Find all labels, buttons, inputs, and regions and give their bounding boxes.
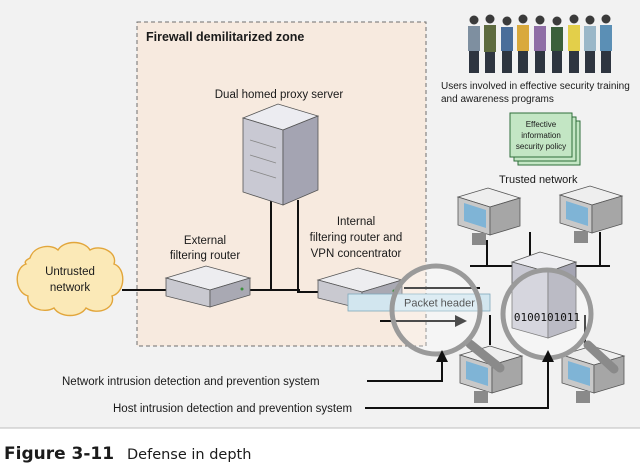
- packet-header-label: Packet header: [404, 298, 475, 310]
- internal-server-icon: [510, 251, 578, 339]
- policy-line3: security policy: [516, 142, 566, 151]
- packet-header-bar: [347, 293, 491, 312]
- users-label-line1: Users involved in effective security tra…: [441, 81, 630, 92]
- internal-router-line3: VPN concentrator: [311, 248, 402, 260]
- users-label-line2: and awareness programs: [441, 94, 554, 105]
- magnifier-icon-host: [500, 267, 619, 374]
- binary-data-label: 0100101011: [514, 311, 580, 324]
- figure-title: Defense in depth: [127, 447, 252, 463]
- untrusted-line1: Untrusted: [45, 266, 95, 278]
- external-router-line2: filtering router: [170, 250, 240, 262]
- dmz-title: Firewall demilitarized zone: [146, 30, 304, 44]
- user-group-icon: [468, 14, 612, 73]
- policy-line2: information: [521, 131, 561, 140]
- nids-label: Network intrusion detection and preventi…: [62, 376, 320, 388]
- hids-arrow: [365, 350, 554, 409]
- internal-router-line2: filtering router and: [310, 232, 403, 244]
- trusted-network-label: Trusted network: [499, 174, 578, 186]
- external-router-line1: External: [184, 235, 226, 247]
- internal-router-line1: Internal: [337, 216, 375, 228]
- hids-label: Host intrusion detection and prevention …: [113, 403, 352, 415]
- policy-document-icon: [509, 112, 581, 166]
- magnifier-icon-network: [389, 263, 505, 373]
- nids-arrow: [367, 350, 448, 382]
- figure-number: Figure 3-11: [4, 444, 115, 464]
- cloud-icon: [16, 241, 124, 317]
- proxy-label: Dual homed proxy server: [215, 89, 344, 101]
- untrusted-line2: network: [50, 282, 91, 294]
- workstation-icon-top-right: [558, 185, 624, 243]
- router-icon-external: [164, 265, 252, 308]
- policy-line1: Effective: [526, 120, 557, 129]
- proxy-server-icon: [241, 103, 320, 206]
- network-links: [122, 200, 610, 345]
- workstation-icon-top-left: [456, 187, 522, 245]
